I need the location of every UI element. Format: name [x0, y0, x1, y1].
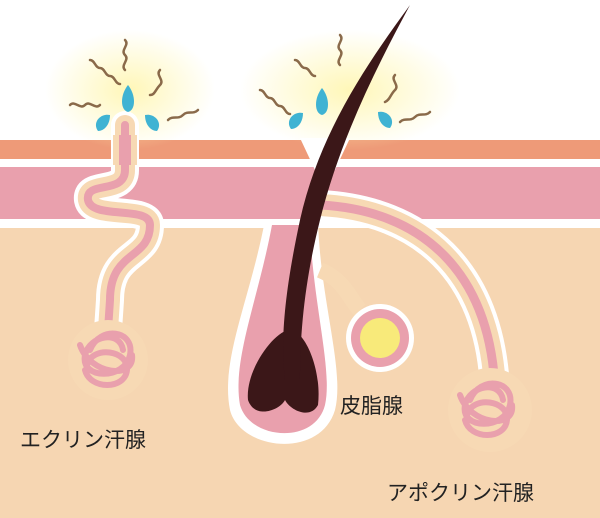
odor-squiggles [68, 33, 432, 124]
label-sebaceous-gland: 皮脂腺 [340, 394, 403, 418]
sebaceous-gland [316, 262, 414, 372]
label-eccrine-gland: エクリン汗腺 [20, 428, 146, 452]
eccrine-gland [68, 111, 165, 400]
hair-shaft [283, 5, 410, 380]
sweat-droplets [95, 85, 393, 131]
apocrine-gland [305, 190, 532, 452]
label-apocrine-gland: アポクリン汗腺 [387, 481, 534, 505]
glow-right [240, 30, 460, 150]
